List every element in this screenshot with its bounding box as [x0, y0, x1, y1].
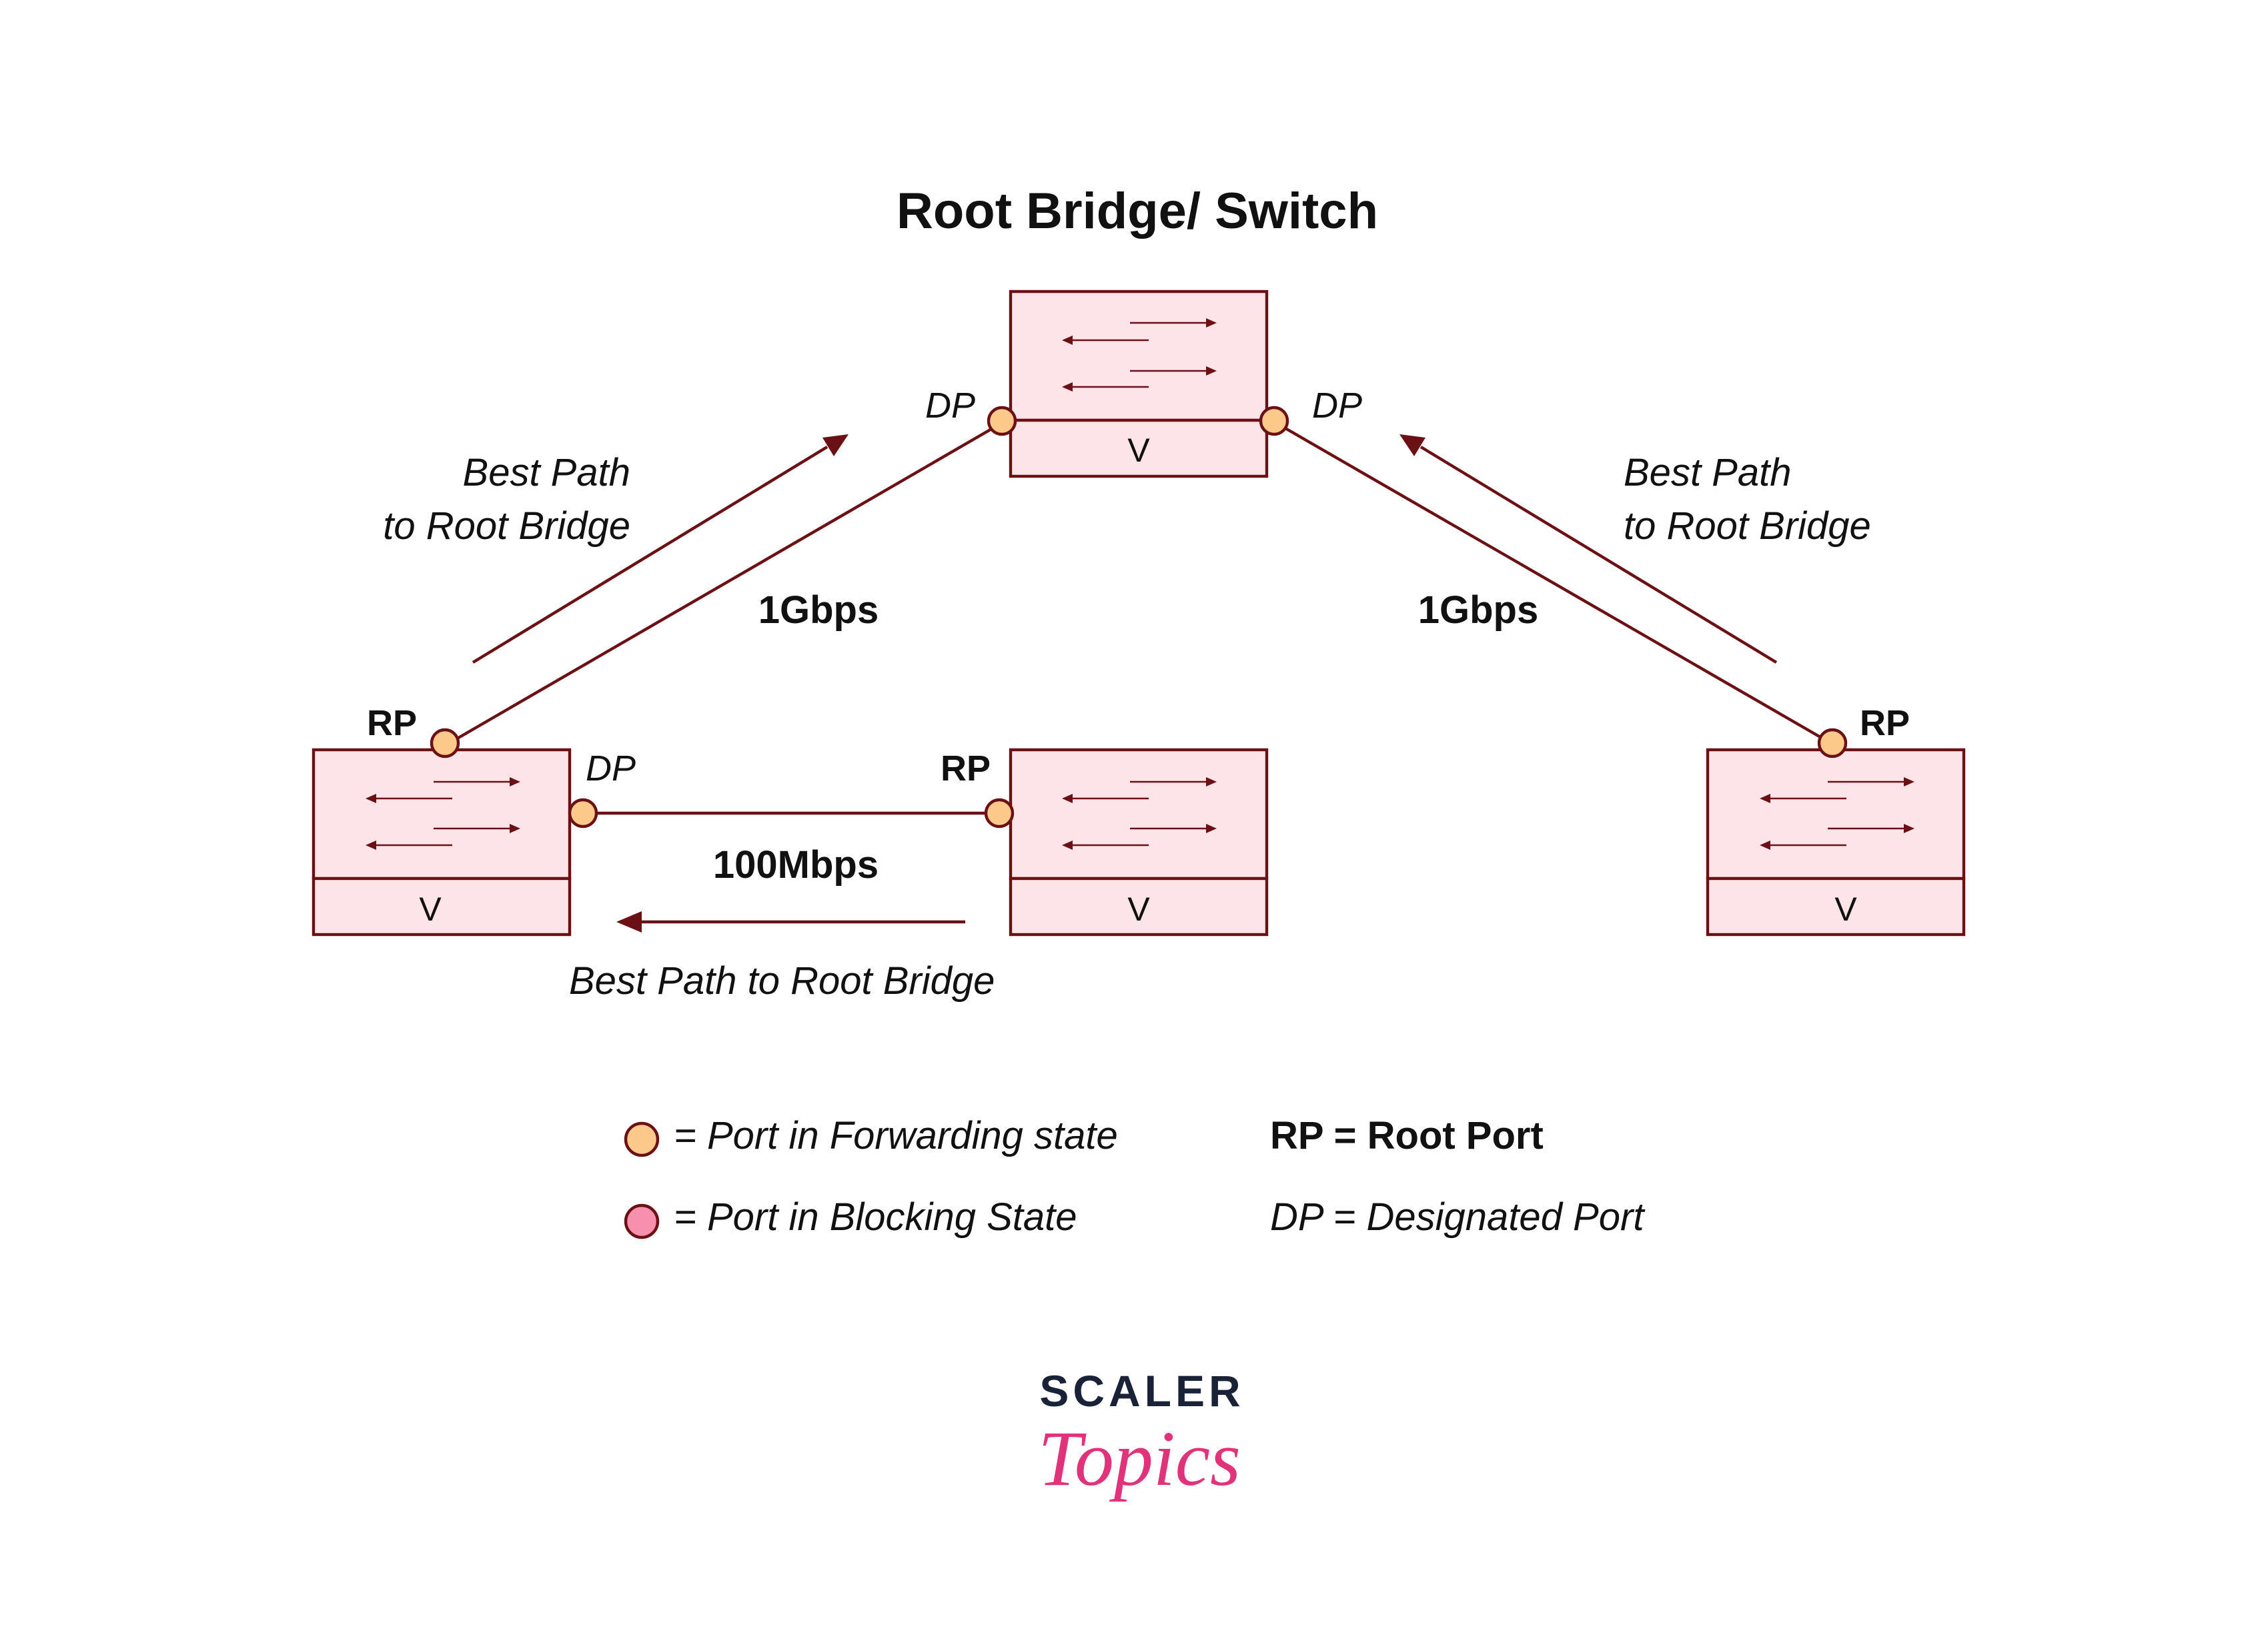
switch-arrows-icon	[366, 777, 520, 850]
forwarding-port-icon	[624, 1121, 660, 1157]
port-root-left	[987, 406, 1017, 436]
vlan-label: V	[1127, 432, 1150, 469]
legend-blocking: = Port in Blocking State	[674, 1195, 1077, 1239]
link-speed-left: 1Gbps	[758, 588, 879, 632]
legend-dp: DP = Designated Port	[1270, 1195, 1646, 1239]
best-path-left-line1: Best Path	[463, 451, 630, 494]
switch-arrows-icon	[1760, 777, 1914, 850]
legend-forwarding: = Port in Forwarding state	[674, 1114, 1118, 1157]
legend-rp: RP = Root Port	[1270, 1114, 1544, 1157]
right-switch: V	[1706, 748, 1966, 937]
best-path-right-line1: Best Path	[1624, 451, 1791, 494]
best-path-bottom: Best Path to Root Bridge	[569, 959, 995, 1003]
link-speed-bottom: 100Mbps	[713, 843, 879, 887]
vlan-label: V	[1127, 891, 1150, 928]
best-path-arrow-bottom	[616, 911, 965, 933]
vlan-label: V	[419, 891, 442, 928]
left-switch: V	[312, 748, 572, 937]
scaler-topics-logo: SCALER Topics	[1038, 1366, 1244, 1502]
root-switch: V	[1009, 290, 1269, 478]
port-label-right-up: RP	[1860, 703, 1910, 743]
vlan-label: V	[1834, 891, 1857, 928]
port-label-middle-side: RP	[941, 748, 991, 788]
link-right-root	[1275, 422, 1834, 746]
best-path-arrow-left	[472, 434, 848, 664]
switch-arrows-icon	[1062, 777, 1217, 850]
port-left-up	[430, 728, 460, 758]
port-label-root-right: DP	[1312, 386, 1362, 426]
port-label-left-up: RP	[367, 703, 417, 743]
diagram-title: Root Bridge/ Switch	[897, 183, 1378, 239]
middle-switch: V	[1009, 748, 1269, 937]
port-label-left-side: DP	[586, 748, 636, 788]
port-left-side	[568, 798, 598, 829]
link-speed-right: 1Gbps	[1418, 588, 1539, 632]
link-left-root	[446, 422, 1003, 746]
blocking-port-icon	[624, 1203, 660, 1239]
best-path-right-line2: to Root Bridge	[1624, 504, 1871, 548]
switch-arrows-icon	[1062, 318, 1217, 392]
legend: = Port in Forwarding state = Port in Blo…	[624, 1114, 1646, 1239]
port-root-right	[1259, 406, 1289, 436]
best-path-arrow-right	[1399, 434, 1778, 664]
port-label-root-left: DP	[925, 386, 975, 426]
port-middle-side	[984, 798, 1015, 829]
svg-text:SCALER: SCALER	[1039, 1366, 1244, 1416]
best-path-left-line2: to Root Bridge	[383, 504, 630, 548]
svg-text:Topics: Topics	[1038, 1415, 1241, 1502]
port-right-up	[1817, 728, 1848, 758]
